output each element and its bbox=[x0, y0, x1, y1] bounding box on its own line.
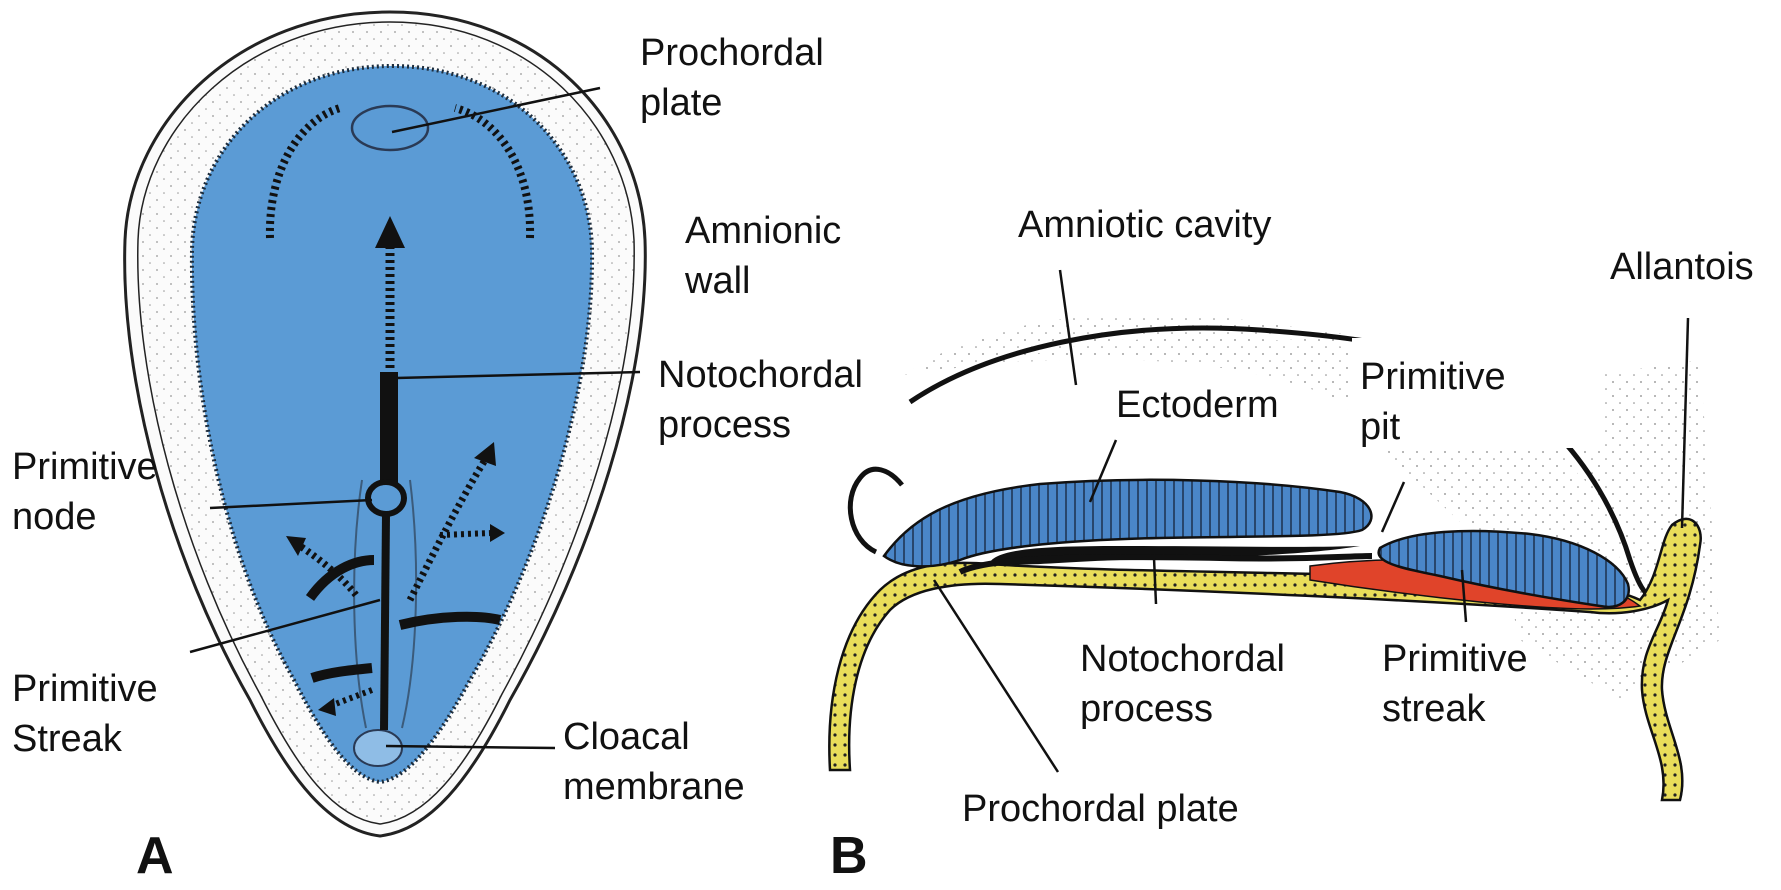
leader-prochordal-plate-b bbox=[934, 580, 1058, 772]
notochordal-process-bar bbox=[380, 372, 398, 484]
label-amnionic-wall: Amnionic wall bbox=[685, 206, 841, 306]
label-primitive-pit: Primitive pit bbox=[1360, 352, 1506, 452]
label-prochordal-plate-a: Prochordal plate bbox=[640, 28, 824, 128]
label-primitive-streak-a: Primitive Streak bbox=[12, 664, 158, 764]
label-notochordal-process-b: Notochordal process bbox=[1080, 634, 1285, 734]
cloacal-membrane-a bbox=[354, 730, 402, 766]
label-notochordal-process-a: Notochordal process bbox=[658, 350, 863, 450]
panel-label-b: B bbox=[830, 826, 868, 886]
primitive-streak-line bbox=[384, 514, 386, 730]
label-prochordal-plate-b: Prochordal plate bbox=[962, 784, 1239, 834]
leader-primitive-pit bbox=[1382, 482, 1404, 532]
leader-notochordal-process-b bbox=[1154, 558, 1156, 604]
label-cloacal-membrane: Cloacal membrane bbox=[563, 712, 745, 812]
label-allantois: Allantois bbox=[1610, 242, 1754, 292]
amnion-left-loop bbox=[850, 469, 902, 552]
label-amniotic-cavity: Amniotic cavity bbox=[1018, 200, 1271, 250]
label-ectoderm: Ectoderm bbox=[1116, 380, 1279, 430]
panel-label-a: A bbox=[136, 826, 174, 886]
label-primitive-node: Primitive node bbox=[12, 442, 158, 542]
label-primitive-streak-b: Primitive streak bbox=[1382, 634, 1528, 734]
